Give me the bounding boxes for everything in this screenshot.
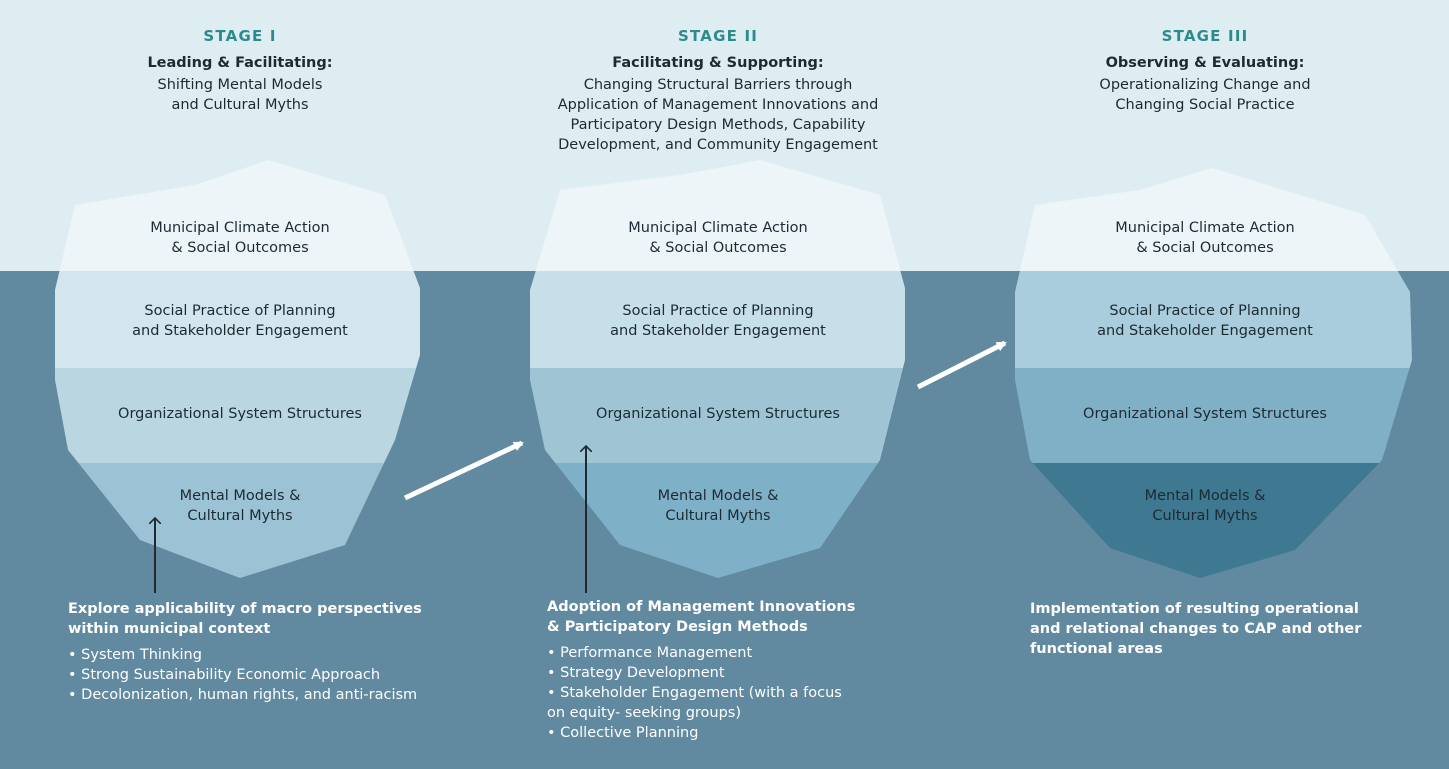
layer-label: and Stakeholder Engagement: [610, 323, 826, 339]
stage-action-heading: Implementation of resulting operational: [1030, 601, 1359, 617]
stage-subtitle-line: Application of Management Innovations an…: [558, 97, 879, 113]
layer-label: Municipal Climate Action: [150, 220, 329, 236]
stage-subtitle-line: Changing Social Practice: [1115, 97, 1294, 113]
layer-label: Mental Models &: [658, 488, 779, 504]
stage-action-item: on equity- seeking groups): [547, 705, 741, 721]
iceberg-layer-3: [55, 368, 420, 463]
stage-action-heading: within municipal context: [68, 621, 270, 637]
layer-label: Municipal Climate Action: [628, 220, 807, 236]
layer-label: Cultural Myths: [1152, 508, 1257, 524]
stage-action-item: • Decolonization, human rights, and anti…: [68, 687, 417, 703]
layer-label: Organizational System Structures: [1083, 406, 1327, 422]
stage-action-item: • Strategy Development: [547, 665, 725, 681]
layer-label: and Stakeholder Engagement: [132, 323, 348, 339]
stage-action-heading: & Participatory Design Methods: [547, 619, 808, 635]
iceberg-layer-2: [1015, 271, 1412, 368]
layer-label: & Social Outcomes: [171, 240, 308, 256]
iceberg-layer-2: [530, 271, 905, 368]
stage-action-item: • Performance Management: [547, 645, 752, 661]
stage-transition-arrow: [916, 340, 1007, 390]
stage-subtitle-line: and Cultural Myths: [171, 97, 308, 113]
layer-label: & Social Outcomes: [1136, 240, 1273, 256]
iceberg-layer-3: [1015, 368, 1412, 463]
stage-label: STAGE I: [203, 27, 276, 45]
stage-label: STAGE III: [1162, 27, 1249, 45]
stage-action-item: • Stakeholder Engagement (with a focus: [547, 685, 842, 701]
stage-heading: Facilitating & Supporting:: [612, 55, 823, 71]
layer-label: Social Practice of Planning: [144, 303, 335, 319]
stage-subtitle-line: Development, and Community Engagement: [558, 137, 878, 153]
stage-action-item: • Strong Sustainability Economic Approac…: [68, 667, 380, 683]
stage-action-heading: functional areas: [1030, 641, 1163, 657]
stage-transition-arrow: [403, 440, 524, 501]
stage-heading: Leading & Facilitating:: [147, 55, 332, 71]
layer-label: Cultural Myths: [665, 508, 770, 524]
layer-label: Organizational System Structures: [596, 406, 840, 422]
stage-subtitle-line: Changing Structural Barriers through: [584, 77, 853, 93]
stage-action-heading: and relational changes to CAP and other: [1030, 621, 1362, 637]
stage-subtitle-line: Participatory Design Methods, Capability: [571, 117, 866, 133]
iceberg-layer-2: [55, 271, 420, 368]
stage-label: STAGE II: [678, 27, 758, 45]
layer-label: Cultural Myths: [187, 508, 292, 524]
layer-label: Mental Models &: [180, 488, 301, 504]
layer-label: Social Practice of Planning: [622, 303, 813, 319]
stage-subtitle-line: Operationalizing Change and: [1099, 77, 1310, 93]
stage-action-heading: Adoption of Management Innovations: [547, 599, 855, 615]
layer-label: and Stakeholder Engagement: [1097, 323, 1313, 339]
stage-subtitle-line: Shifting Mental Models: [158, 77, 323, 93]
stage-heading: Observing & Evaluating:: [1106, 55, 1305, 71]
stage-action-item: • System Thinking: [68, 647, 202, 663]
layer-label: Social Practice of Planning: [1109, 303, 1300, 319]
iceberg-layer-3: [530, 368, 905, 463]
layer-label: Mental Models &: [1145, 488, 1266, 504]
layer-label: Municipal Climate Action: [1115, 220, 1294, 236]
stage-action-heading: Explore applicability of macro perspecti…: [68, 601, 422, 617]
stage-action-item: • Collective Planning: [547, 725, 698, 741]
layer-label: Organizational System Structures: [118, 406, 362, 422]
layer-label: & Social Outcomes: [649, 240, 786, 256]
